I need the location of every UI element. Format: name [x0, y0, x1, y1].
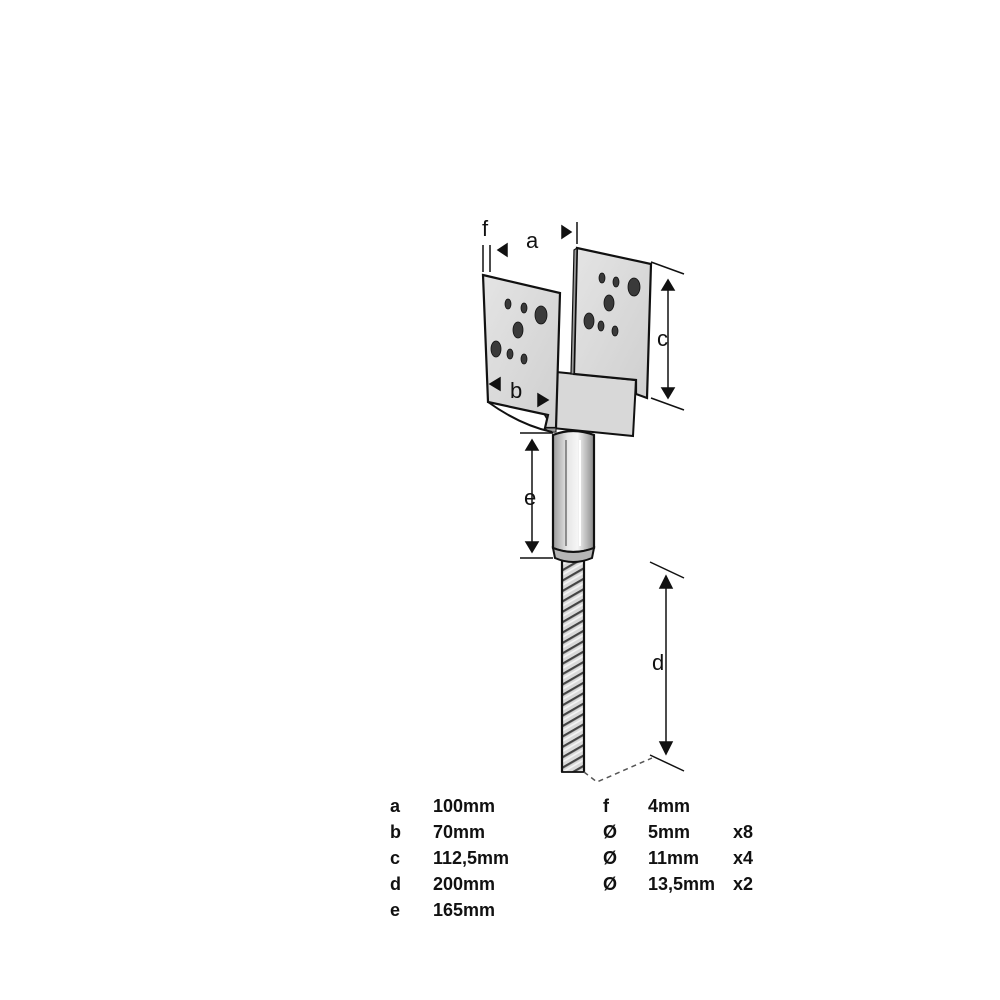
spec-value-f: 4mm [648, 796, 691, 816]
spec-value-a: 100mm [433, 796, 496, 816]
u-bracket [481, 246, 653, 438]
spec-value-c: 112,5mm [433, 848, 510, 868]
spec-value-hole-5: 5mm [648, 822, 691, 842]
spec-key-e: e [390, 900, 401, 920]
spec-key-b: b [390, 822, 401, 842]
label-d: d [652, 650, 664, 675]
spec-key-hole-11: Ø [603, 848, 618, 868]
spec-value-d: 200mm [433, 874, 496, 894]
label-e: e [524, 485, 536, 510]
front-plate-holes [490, 298, 548, 365]
spec-value-hole-11: 11mm [648, 848, 700, 868]
label-c: c [657, 326, 668, 351]
label-f: f [482, 216, 489, 241]
spec-key-c: c [390, 848, 401, 868]
dimension-labels: f a c b e d [482, 216, 668, 675]
spec-count-hole-5: x8 [733, 822, 754, 842]
back-plate-holes [583, 272, 641, 337]
spec-key-hole-13-5: Ø [603, 874, 618, 894]
spec-value-e: 165mm [433, 900, 496, 920]
label-a: a [526, 228, 539, 253]
spec-key-d: d [390, 874, 401, 894]
spec-key-hole-5: Ø [603, 822, 618, 842]
threaded-rod [560, 559, 586, 773]
label-b: b [510, 378, 522, 403]
spec-key-a: a [390, 796, 401, 816]
spec-count-hole-11: x4 [733, 848, 754, 868]
spec-value-hole-13-5: 13,5mm [648, 874, 716, 894]
spec-value-b: 70mm [433, 822, 486, 842]
spec-key-f: f [603, 796, 609, 816]
sleeve [551, 429, 596, 563]
dimension-lines [482, 222, 685, 783]
spec-count-hole-13-5: x2 [733, 874, 754, 894]
